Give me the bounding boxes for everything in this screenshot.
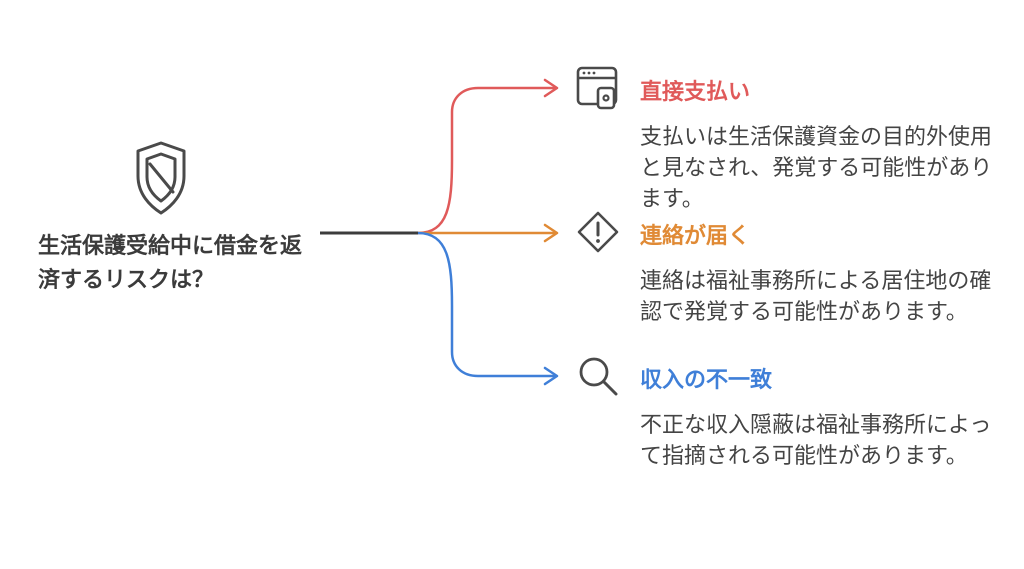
arrowhead-branch-2 — [543, 223, 559, 243]
branch-title-income-mismatch: 収入の不一致 — [640, 368, 773, 393]
connector-branch-3 — [417, 231, 556, 378]
arrowhead-branch-3 — [543, 366, 559, 386]
branch-desc-direct-payment: 支払いは生活保護資金の目的外使用と見なされ、発覚する可能性があります。 — [640, 125, 993, 212]
connector-branch-1 — [417, 86, 556, 235]
shield-slash-icon — [136, 141, 186, 215]
magnifier-icon — [579, 357, 618, 396]
browser-payment-icon — [576, 66, 618, 110]
warning-diamond-icon — [577, 211, 619, 253]
root-title: 生活保護受給中に借金を返済するリスクは？ — [38, 234, 303, 293]
branch-title-direct-payment: 直接支払い — [640, 80, 751, 105]
branch-title-contact-notice: 連絡が届く — [640, 224, 751, 249]
arrowhead-branch-1 — [543, 78, 559, 98]
branch-desc-income-mismatch: 不正な収入隠蔽は福祉事務所によって指摘される可能性があります。 — [640, 413, 992, 469]
branch-desc-contact-notice: 連絡は福祉事務所による居住地の確認で発覚する可能性があります。 — [640, 269, 992, 325]
